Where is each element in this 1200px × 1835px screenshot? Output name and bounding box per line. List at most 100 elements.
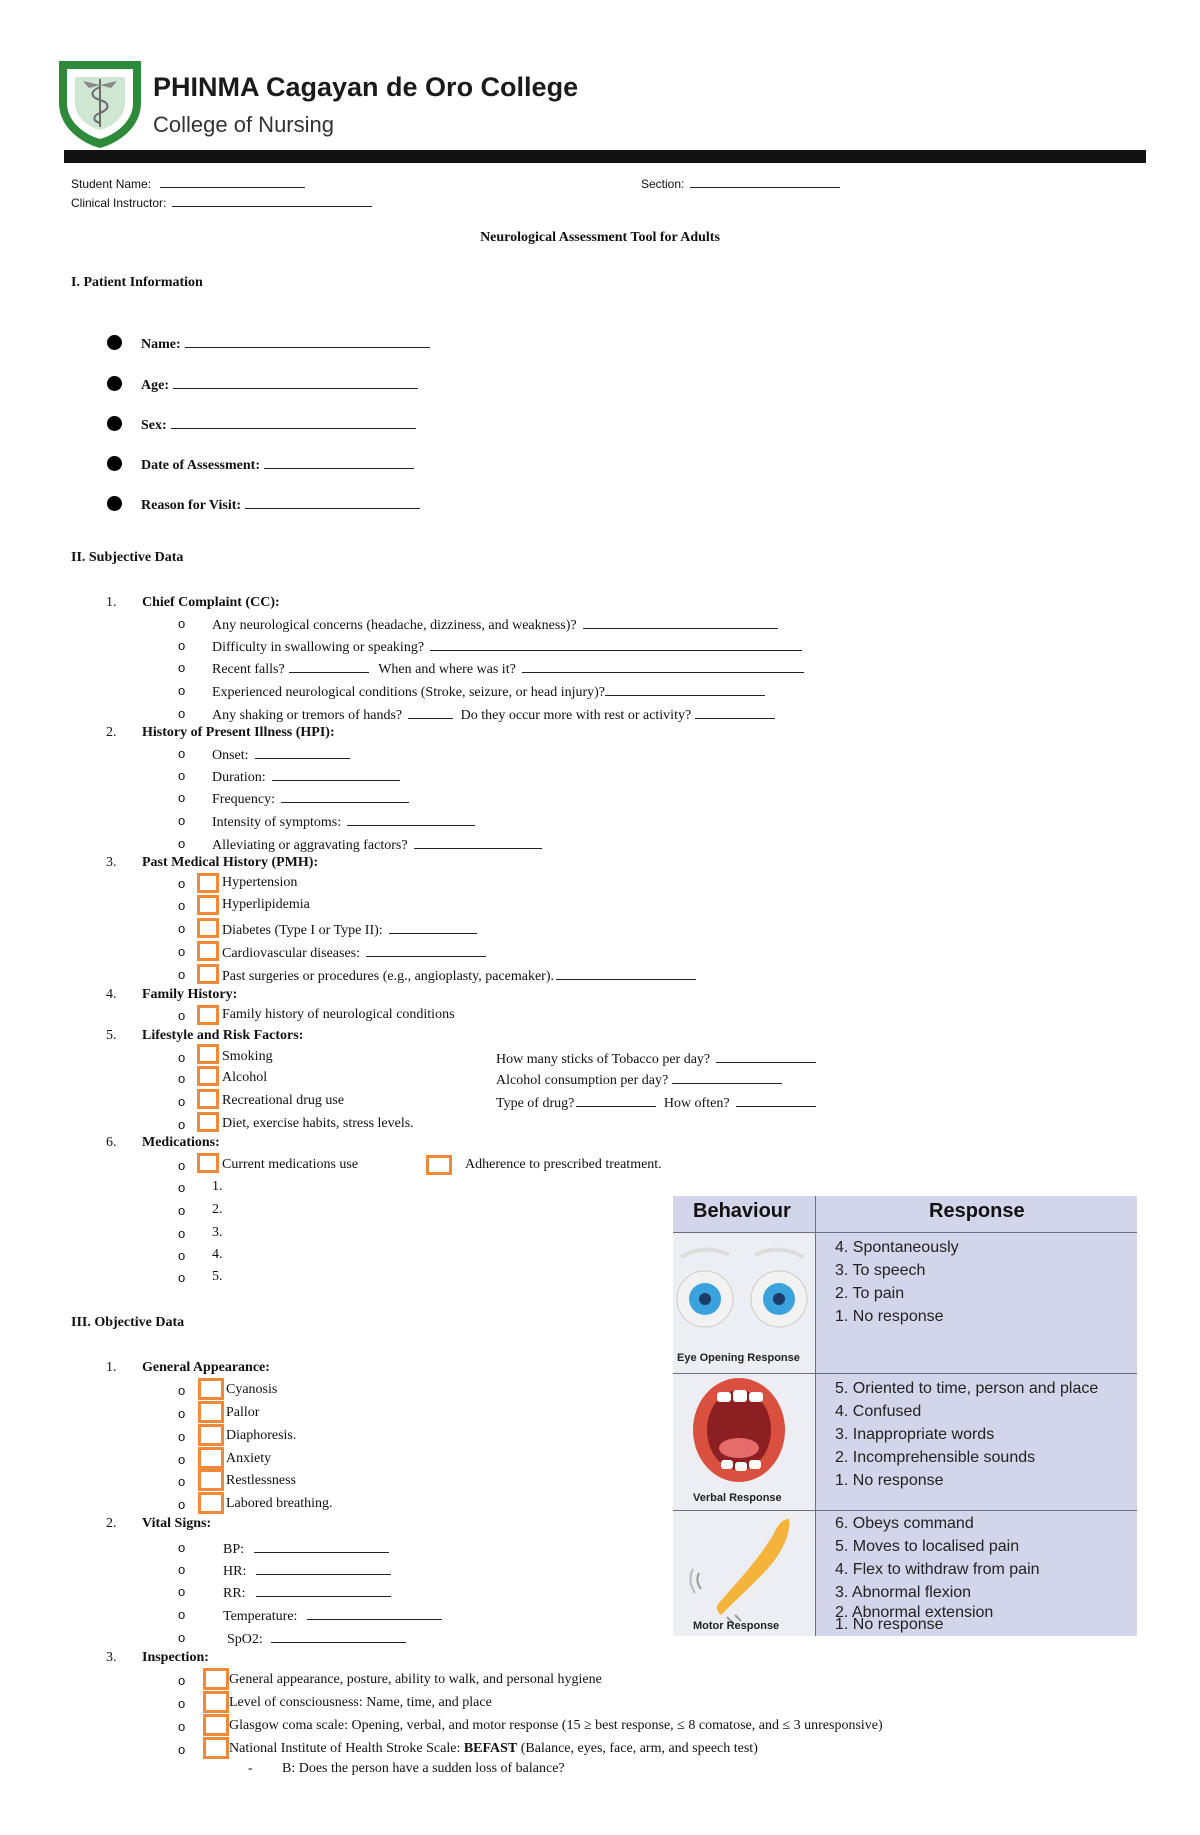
assessment-date-field[interactable]: Date of Assessment: <box>141 455 414 474</box>
list-marker: o <box>178 876 186 891</box>
pmh-item[interactable]: Past surgeries or procedures (e.g., angi… <box>222 966 696 985</box>
patient-name-label: Name: <box>141 337 181 352</box>
family-item: Family history of neurological condition… <box>222 1007 455 1022</box>
list-marker: o <box>178 944 186 959</box>
tobacco-question[interactable]: How many sticks of Tobacco per day? <box>496 1049 817 1068</box>
motor-response-1: 6. Obeys command <box>835 1515 974 1532</box>
hpi-item[interactable]: Intensity of symptoms: <box>212 812 476 831</box>
list-marker: o <box>178 1429 186 1444</box>
spo2-field[interactable]: SpO2: <box>227 1629 406 1648</box>
general-item: Labored breathing. <box>226 1496 333 1511</box>
general-item: Diaphoresis. <box>226 1428 297 1443</box>
family-history-checkbox[interactable] <box>197 1005 219 1025</box>
past-surgeries-checkbox[interactable] <box>197 964 219 984</box>
balance-question: B: Does the person have a sudden loss of… <box>282 1761 565 1776</box>
visit-reason-field[interactable]: Reason for Visit: <box>141 495 421 514</box>
hpi-item[interactable]: Onset: <box>212 745 350 764</box>
rr-field[interactable]: RR: <box>223 1583 391 1602</box>
medication-line[interactable]: 4. <box>212 1247 223 1262</box>
pmh-item[interactable]: Diabetes (Type I or Type II): <box>222 920 477 939</box>
eye-response-1: 4. Spontaneously <box>835 1239 959 1256</box>
drug-use-checkbox[interactable] <box>197 1089 219 1109</box>
glasgow-coma-checkbox[interactable] <box>203 1714 229 1736</box>
cc-item[interactable]: Recent falls? When and where was it? <box>212 659 804 678</box>
bp-field[interactable]: BP: <box>223 1539 390 1558</box>
motor-response-2: 5. Moves to localised pain <box>835 1538 1020 1555</box>
response-header: Response <box>929 1200 1025 1222</box>
medication-line[interactable]: 5. <box>212 1269 223 1284</box>
cc-item[interactable]: Experienced neurological conditions (Str… <box>212 682 766 701</box>
general-item: Restlessness <box>226 1473 296 1488</box>
eye-response-3: 2. To pain <box>835 1285 905 1302</box>
medication-line[interactable]: 1. <box>212 1179 223 1194</box>
pmh-item[interactable]: Cardiovascular diseases: <box>222 943 487 962</box>
cc-item[interactable]: Difficulty in swallowing or speaking? <box>212 637 803 656</box>
general-appearance-checkbox[interactable] <box>203 1668 229 1690</box>
list-marker: o <box>178 1203 186 1218</box>
hypertension-checkbox[interactable] <box>197 873 219 893</box>
cardiovascular-checkbox[interactable] <box>197 941 219 961</box>
list-marker: o <box>178 768 186 783</box>
patient-age-field[interactable]: Age: <box>141 375 418 394</box>
alcohol-question[interactable]: Alcohol consumption per day? <box>496 1070 783 1089</box>
list-marker: o <box>178 967 186 982</box>
drug-type-question[interactable]: Type of drug? How often? <box>496 1093 816 1112</box>
hpi-item[interactable]: Frequency: <box>212 789 409 808</box>
list-marker: o <box>178 1719 186 1734</box>
patient-info-heading: I. Patient Information <box>71 275 203 290</box>
list-marker: o <box>178 1158 186 1173</box>
list-marker: o <box>178 1383 186 1398</box>
medication-line[interactable]: 3. <box>212 1225 223 1240</box>
eye-opening-label: Eye Opening Response <box>677 1352 800 1364</box>
pallor-checkbox[interactable] <box>198 1401 224 1423</box>
diaphoresis-checkbox[interactable] <box>198 1424 224 1446</box>
list-marker: o <box>178 1008 186 1023</box>
stroke-scale-checkbox[interactable] <box>203 1737 229 1759</box>
alcohol-checkbox[interactable] <box>197 1066 219 1086</box>
list-marker: o <box>178 1117 186 1132</box>
temperature-field[interactable]: Temperature: <box>223 1606 443 1625</box>
patient-name-field[interactable]: Name: <box>141 334 430 353</box>
hpi-item[interactable]: Duration: <box>212 767 400 786</box>
anxiety-checkbox[interactable] <box>198 1447 224 1469</box>
list-marker: o <box>178 1497 186 1512</box>
clinical-instructor-field[interactable]: Clinical Instructor: <box>71 193 372 210</box>
mouth-icon <box>693 1378 785 1482</box>
college-name: College of Nursing <box>153 112 334 137</box>
section-field[interactable]: Section: <box>641 174 840 191</box>
diet-checkbox[interactable] <box>197 1112 219 1132</box>
cc-item[interactable]: Any shaking or tremors of hands? Do they… <box>212 705 776 724</box>
current-medications-checkbox[interactable] <box>197 1153 219 1173</box>
eye-response-4: 1. No response <box>835 1308 944 1325</box>
consciousness-checkbox[interactable] <box>203 1691 229 1713</box>
list-marker: o <box>178 1607 186 1622</box>
general-title: General Appearance: <box>142 1360 270 1375</box>
cc-item[interactable]: Any neurological concerns (headache, diz… <box>212 615 778 634</box>
cyanosis-checkbox[interactable] <box>198 1378 224 1400</box>
lifestyle-item: Recreational drug use <box>222 1093 345 1108</box>
medications-title: Medications: <box>142 1135 220 1150</box>
list-marker: o <box>178 1584 186 1599</box>
motor-response-6: 1. No response <box>835 1616 944 1633</box>
family-number: 4. <box>106 987 117 1002</box>
family-title: Family History: <box>142 987 238 1002</box>
cc-title: Chief Complaint (CC): <box>142 595 280 610</box>
diabetes-checkbox[interactable] <box>197 918 219 938</box>
list-marker: o <box>178 1742 186 1757</box>
hpi-item[interactable]: Alleviating or aggravating factors? <box>212 835 542 854</box>
patient-sex-field[interactable]: Sex: <box>141 415 416 434</box>
restlessness-checkbox[interactable] <box>198 1469 224 1491</box>
eyes-icon <box>676 1247 808 1328</box>
student-name-field[interactable]: Student Name: <box>71 174 306 191</box>
smoking-checkbox[interactable] <box>197 1044 219 1064</box>
patient-sex-label: Sex: <box>141 418 167 433</box>
verbal-response-cell <box>673 1374 815 1510</box>
medication-line[interactable]: 2. <box>212 1202 223 1217</box>
labored-breathing-checkbox[interactable] <box>198 1492 224 1514</box>
list-marker: o <box>178 638 186 653</box>
hyperlipidemia-checkbox[interactable] <box>197 895 219 915</box>
verbal-response-2: 4. Confused <box>835 1403 922 1420</box>
adherence-checkbox[interactable] <box>426 1155 452 1175</box>
lifestyle-title: Lifestyle and Risk Factors: <box>142 1028 304 1043</box>
hr-field[interactable]: HR: <box>223 1561 392 1580</box>
